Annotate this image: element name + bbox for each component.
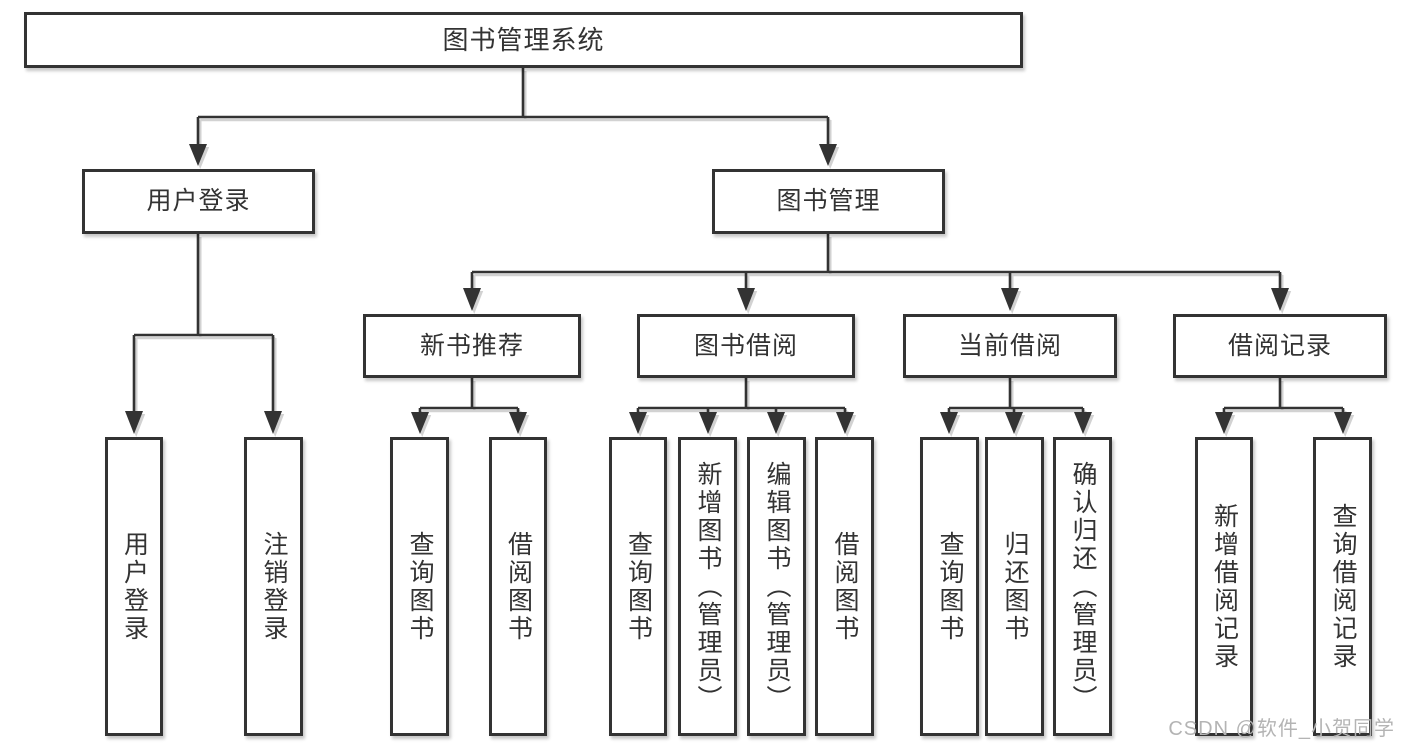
leaf-edit-books-admin: 编辑图书（管理员） xyxy=(747,437,806,736)
node-label: 编辑图书（管理员） xyxy=(763,460,791,713)
node-library-management-system: 图书管理系统 xyxy=(24,12,1023,68)
leaf-add-borrow-record: 新增借阅记录 xyxy=(1195,437,1253,736)
leaf-query-books-under-recommend: 查询图书 xyxy=(390,437,449,736)
node-book-management: 图书管理 xyxy=(712,169,945,234)
node-label: 当前借阅 xyxy=(957,331,1062,360)
node-label: 查询图书 xyxy=(936,530,964,643)
leaf-logout-login: 注销登录 xyxy=(244,437,303,736)
node-current-borrowing: 当前借阅 xyxy=(903,314,1117,378)
leaf-add-books-admin: 新增图书（管理员） xyxy=(678,437,737,736)
node-label: 图书管理系统 xyxy=(442,25,605,55)
node-label: 图书借阅 xyxy=(693,331,798,360)
leaf-borrow-books-under-borrowing: 借阅图书 xyxy=(815,437,874,736)
node-borrowing-records: 借阅记录 xyxy=(1173,314,1387,378)
node-label: 确认归还（管理员） xyxy=(1069,460,1097,713)
node-label: 查询图书 xyxy=(406,530,434,643)
node-label: 新增借阅记录 xyxy=(1210,502,1239,671)
node-label: 查询借阅记录 xyxy=(1329,502,1357,671)
node-label: 图书管理 xyxy=(776,187,881,215)
node-new-book-recommend: 新书推荐 xyxy=(363,314,581,378)
leaf-query-borrow-record: 查询借阅记录 xyxy=(1313,437,1372,736)
node-label: 归还图书 xyxy=(1001,530,1029,643)
node-label: 查询图书 xyxy=(624,530,653,643)
leaf-borrow-books-under-recommend: 借阅图书 xyxy=(489,437,547,736)
leaf-query-books-under-borrowing: 查询图书 xyxy=(609,437,667,736)
node-label: 新增图书（管理员） xyxy=(694,460,722,713)
leaf-return-books: 归还图书 xyxy=(985,437,1044,736)
node-user-login: 用户登录 xyxy=(82,169,315,234)
node-label: 用户登录 xyxy=(120,530,149,643)
node-label: 新书推荐 xyxy=(419,331,524,360)
csdn-watermark: CSDN @软件_小贺同学 xyxy=(1168,718,1395,740)
node-label: 注销登录 xyxy=(260,530,288,643)
node-label: 借阅记录 xyxy=(1227,331,1332,360)
leaf-user-login: 用户登录 xyxy=(105,437,163,736)
node-label: 借阅图书 xyxy=(831,530,859,643)
node-label: 用户登录 xyxy=(146,187,251,215)
leaf-confirm-return-admin: 确认归还（管理员） xyxy=(1053,437,1112,736)
node-book-borrowing: 图书借阅 xyxy=(637,314,855,378)
node-label: 借阅图书 xyxy=(504,530,533,643)
leaf-query-books-under-current: 查询图书 xyxy=(920,437,979,736)
